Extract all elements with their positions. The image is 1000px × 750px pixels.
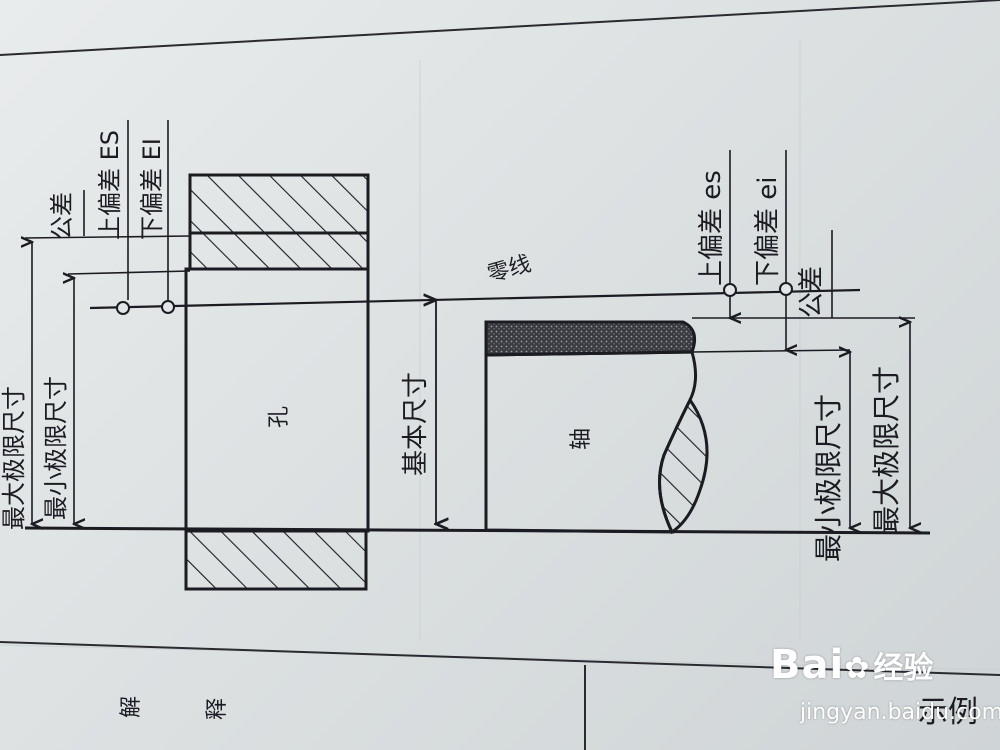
max-limit-right-label: 最大极限尺寸: [870, 366, 903, 534]
basic-size-label: 基本尺寸: [401, 372, 431, 476]
footer-cell-b: 释: [205, 698, 230, 720]
es-shaft-marker: [723, 283, 737, 297]
ei-marker: [161, 300, 175, 314]
min-limit-left-label: 最小极限尺寸: [42, 376, 70, 520]
shaft-label: 轴: [569, 428, 594, 450]
min-limit-right-label: 最小极限尺寸: [812, 394, 845, 562]
watermark-brand-suffix: 经验: [873, 651, 934, 686]
page-top-border: [0, 0, 1000, 56]
lower-deviation-left-label: 下偏差 EI: [138, 138, 166, 240]
upper-deviation-left-label: 上偏差 ES: [96, 130, 124, 240]
footer-cell-a: 解: [119, 696, 144, 718]
zero-line: [89, 288, 861, 310]
right-dimension-lines: [691, 150, 915, 528]
watermark-url: jingyan.baidu.com: [800, 700, 1000, 725]
baidu-watermark: Bai✿经验: [770, 642, 933, 688]
max-limit-left-label: 最大极限尺寸: [0, 386, 28, 530]
hole-label: 孔: [267, 406, 292, 428]
base-line: [24, 526, 931, 535]
tolerance-left-label: 公差: [48, 192, 76, 240]
shaft-block: [484, 320, 709, 535]
watermark-brand: Bai: [770, 642, 845, 688]
es-marker: [116, 301, 130, 315]
zero-line-label: 零线: [485, 252, 534, 288]
tolerance-right-label: 公差: [797, 266, 827, 318]
hole-block: [184, 173, 370, 591]
footer-cell-c: 示例: [918, 695, 978, 730]
paw-icon: ✿: [844, 651, 870, 686]
upper-deviation-right-label: 上偏差 es: [697, 170, 727, 286]
ei-shaft-marker: [779, 282, 793, 296]
page-bottom-border: [0, 641, 1000, 676]
left-dimension-lines: [25, 120, 191, 524]
lower-deviation-right-label: 下偏差 ei: [753, 177, 783, 287]
